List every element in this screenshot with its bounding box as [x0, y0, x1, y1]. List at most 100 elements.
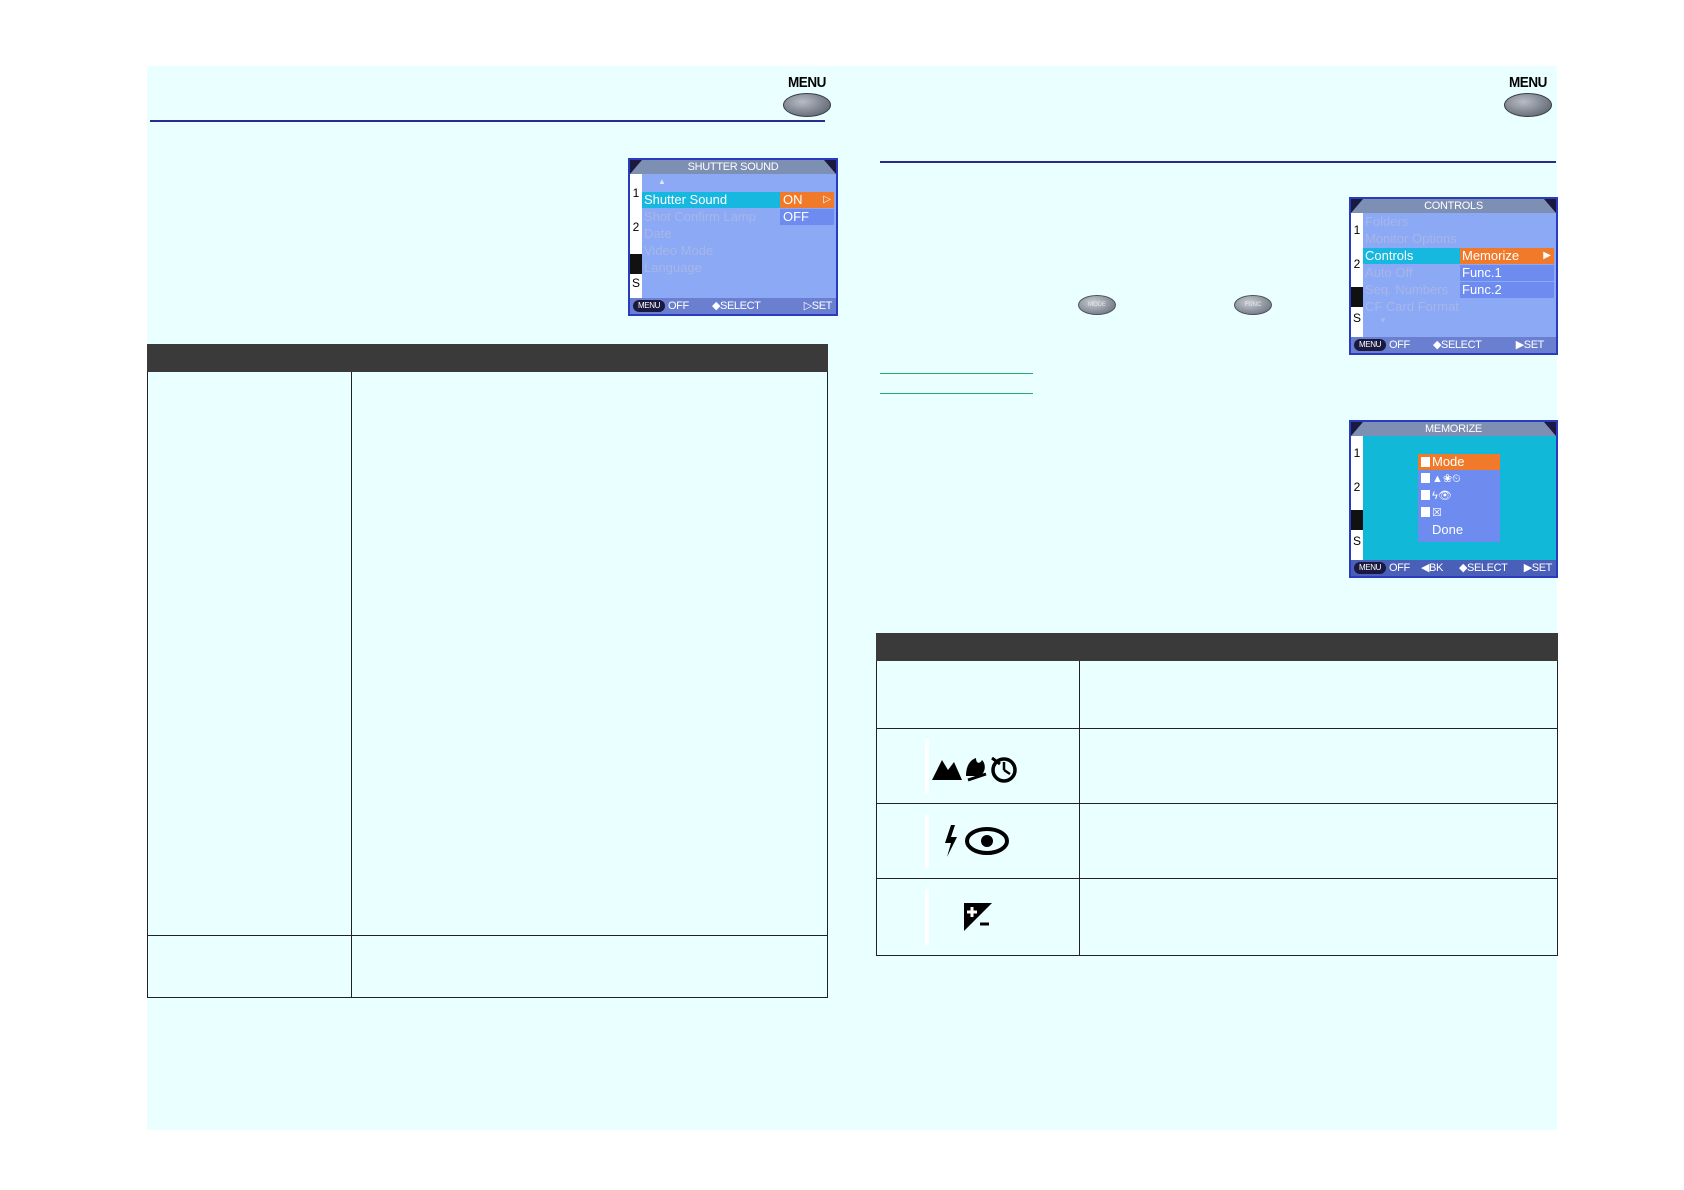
flash-redeye-icon: ϟ👁 [1432, 490, 1452, 502]
table-cell [147, 371, 352, 936]
right-settings-table [876, 633, 1558, 956]
tab-setup: S [1352, 311, 1361, 325]
tab-divider [1351, 510, 1363, 530]
table-cell [351, 935, 828, 998]
tab-2: 2 [1353, 480, 1361, 494]
memorize-item-mode[interactable]: Mode [1418, 454, 1500, 470]
scene-macro-selftimer-icon: ▲❀⏲ [1432, 473, 1461, 485]
shutter-sound-screen: SHUTTER SOUND 1 2 S ▲ Shutter Sound Shot… [628, 158, 838, 316]
right-header-rule [880, 161, 1556, 163]
menu-item-seq-numbers[interactable]: Seq. Numbers [1365, 282, 1449, 297]
table-cell [1079, 660, 1558, 729]
table-header-option [876, 633, 1080, 661]
menu-label: MENU [1509, 74, 1547, 91]
menu-item-shutter-sound[interactable]: Shutter Sound [642, 192, 782, 208]
footer-off: OFF [1388, 339, 1410, 351]
up-arrow-icon: ▲ [658, 177, 666, 186]
screen-tabs: 1 2 S [1351, 213, 1363, 337]
table-header-row [147, 344, 828, 372]
table-row [876, 803, 1558, 879]
down-arrow-icon: ▼ [1379, 316, 1387, 325]
footer-off: OFF [667, 300, 689, 312]
footer-select: ◆SELECT [1433, 339, 1482, 351]
menu-item-shot-confirm-lamp[interactable]: Shot Confirm Lamp [644, 209, 756, 224]
table-header-row [876, 633, 1558, 661]
menu-item-language[interactable]: Language [644, 260, 702, 275]
tab-divider [1351, 287, 1363, 307]
tab-1: 1 [632, 186, 640, 200]
screen-title: MEMORIZE [1351, 422, 1556, 436]
checkbox-icon [1421, 490, 1430, 500]
tab-setup: S [1352, 534, 1361, 548]
memorize-item-label: Mode [1432, 454, 1465, 469]
option-off[interactable]: OFF [780, 209, 834, 225]
menu-item-video-mode[interactable]: Video Mode [644, 243, 714, 258]
menu-button-left[interactable]: MENU [780, 74, 834, 117]
tab-divider [630, 254, 642, 274]
option-func2[interactable]: Func.2 [1460, 282, 1554, 298]
left-header-rule [150, 120, 825, 122]
checkbox-icon [1421, 473, 1430, 483]
option-on[interactable]: ON ▷ [780, 192, 834, 208]
table-cell [876, 803, 1080, 879]
tab-1: 1 [1353, 223, 1361, 237]
menu-item-monitor-options[interactable]: Monitor Options [1365, 231, 1457, 246]
menu-item-folders[interactable]: Folders [1365, 214, 1409, 229]
screen-title: SHUTTER SOUND [630, 160, 836, 174]
menu-item-cf-card-format[interactable]: CF Card Format [1365, 299, 1459, 314]
table-cell [876, 728, 1080, 804]
table-row [876, 660, 1558, 729]
table-row [876, 728, 1558, 804]
table-cell [1079, 878, 1558, 956]
memorize-item-done[interactable]: Done [1432, 522, 1464, 537]
menu-item-controls[interactable]: Controls [1363, 248, 1460, 264]
memorize-item-exposure[interactable]: ☒ [1418, 505, 1442, 521]
flash-redeye-icon [945, 825, 1009, 857]
screen-title: CONTROLS [1351, 199, 1556, 213]
footer-menu-chip: MENU [1354, 562, 1386, 575]
memorize-item-flash[interactable]: ϟ👁 [1418, 488, 1452, 504]
table-cell [1079, 803, 1558, 879]
controls-screen: CONTROLS 1 2 S Folders Monitor Options C… [1349, 197, 1558, 355]
table-header-description [1079, 633, 1558, 661]
func-button[interactable]: FUNC [1234, 295, 1272, 315]
right-arrow-icon: ▶ [1543, 250, 1551, 261]
link-underline [880, 393, 1033, 394]
footer-off: OFF [1388, 562, 1410, 574]
option-func1[interactable]: Func.1 [1460, 265, 1554, 281]
tab-2: 2 [1353, 257, 1361, 271]
exposure-compensation-icon [964, 903, 992, 931]
menu-item-auto-off[interactable]: Auto Off [1365, 265, 1413, 280]
tab-setup: S [631, 276, 640, 290]
footer-menu-chip: MENU [1354, 339, 1386, 352]
menu-label: MENU [788, 74, 826, 91]
checkbox-icon [1421, 507, 1430, 517]
screen-tabs: 1 2 S [1351, 436, 1363, 560]
table-header-option [147, 344, 352, 372]
screen-tabs: 1 2 S [630, 174, 642, 298]
table-cell [876, 878, 1080, 956]
table-cell [1079, 728, 1558, 804]
scene-macro-selftimer-icon [932, 756, 1017, 783]
exposure-compensation-icon: ☒ [1432, 507, 1442, 519]
option-memorize-label: Memorize [1462, 248, 1520, 263]
table-cell [351, 371, 828, 936]
table-header-description [351, 344, 828, 372]
tab-2: 2 [632, 220, 640, 234]
menu-item-date[interactable]: Date [644, 226, 672, 241]
cell-bar [925, 814, 929, 868]
menu-button-right[interactable]: MENU [1501, 74, 1555, 117]
option-memorize[interactable]: Memorize ▶ [1460, 248, 1554, 264]
footer-select: ◆SELECT [712, 300, 761, 312]
option-on-label: ON [783, 192, 803, 207]
mode-button[interactable]: MODE [1078, 295, 1116, 315]
table-row [876, 878, 1558, 956]
memorize-item-scene[interactable]: ▲❀⏲ [1418, 471, 1461, 487]
cell-bar [925, 889, 929, 945]
right-arrow-icon: ▷ [823, 194, 831, 205]
menu-button-icon [783, 93, 831, 117]
